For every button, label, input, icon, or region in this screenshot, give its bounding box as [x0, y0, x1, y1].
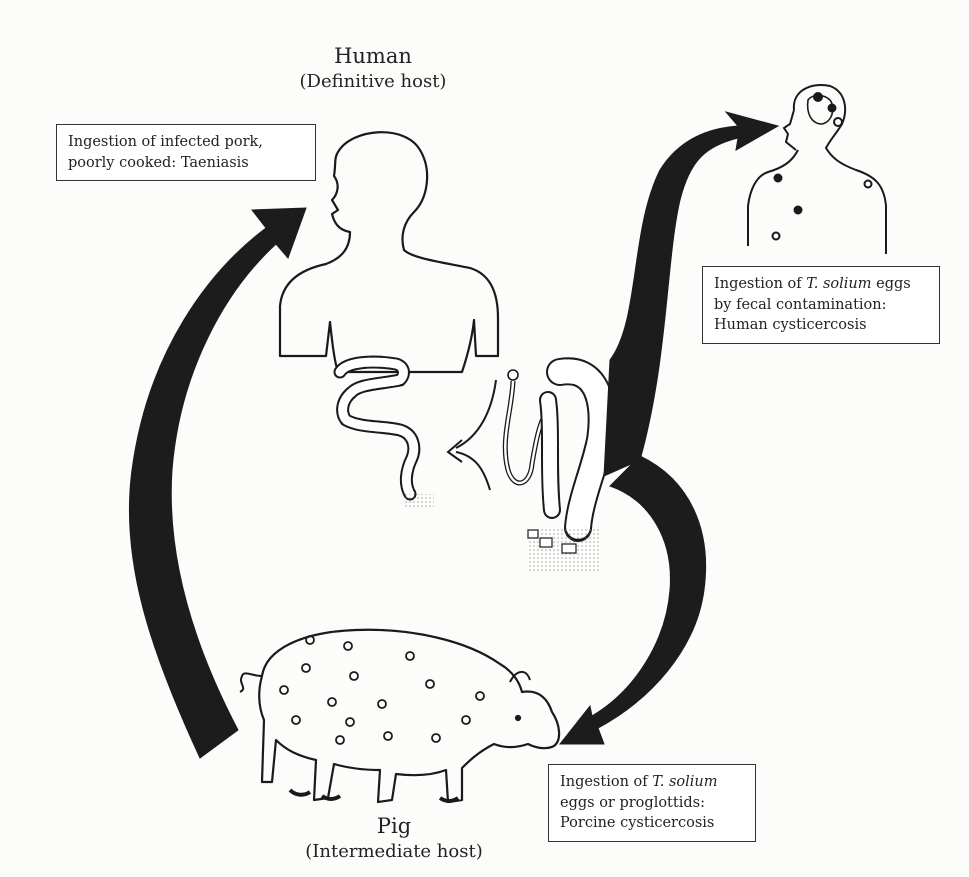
note-human-cysticercosis: Ingestion of T. solium eggs by fecal con…	[702, 266, 940, 344]
note-human-line3: Human cysticercosis	[714, 315, 928, 336]
thin-arrow-to-intestine	[448, 380, 496, 490]
note-taeniasis-line1: Ingestion of infected pork,	[68, 132, 304, 153]
tapeworm-illustration	[505, 370, 601, 572]
cycle-arrows	[129, 112, 778, 758]
pig-title: Pig	[377, 814, 411, 838]
human-host-label: Human (Definitive host)	[258, 42, 488, 95]
cysticercosis-human-figure	[748, 85, 886, 254]
human-subtitle: (Definitive host)	[258, 70, 488, 94]
note-human-species: T. solium	[806, 276, 871, 292]
note-porcine-line1-pre: Ingestion of	[560, 774, 652, 790]
note-porcine-line2: eggs or proglottids:	[560, 793, 744, 814]
human-title: Human	[334, 44, 412, 68]
note-taeniasis-line2: poorly cooked: Taeniasis	[68, 153, 304, 174]
note-porcine-cysticercosis: Ingestion of T. solium eggs or proglotti…	[548, 764, 756, 842]
pig-host-label: Pig (Intermediate host)	[274, 812, 514, 865]
note-human-line1-post: eggs	[872, 276, 911, 292]
note-porcine-line1: Ingestion of T. solium	[560, 772, 744, 793]
pig-figure	[240, 630, 559, 802]
note-human-line2: by fecal contamination:	[714, 295, 928, 316]
note-porcine-line3: Porcine cysticercosis	[560, 813, 744, 834]
note-human-line1: Ingestion of T. solium eggs	[714, 274, 928, 295]
note-taeniasis: Ingestion of infected pork, poorly cooke…	[56, 124, 316, 181]
arrow-pig-to-human	[129, 208, 306, 758]
note-human-line1-pre: Ingestion of	[714, 276, 806, 292]
pig-subtitle: (Intermediate host)	[274, 840, 514, 864]
intestine-illustration	[340, 362, 434, 508]
note-porcine-species: T. solium	[652, 774, 717, 790]
